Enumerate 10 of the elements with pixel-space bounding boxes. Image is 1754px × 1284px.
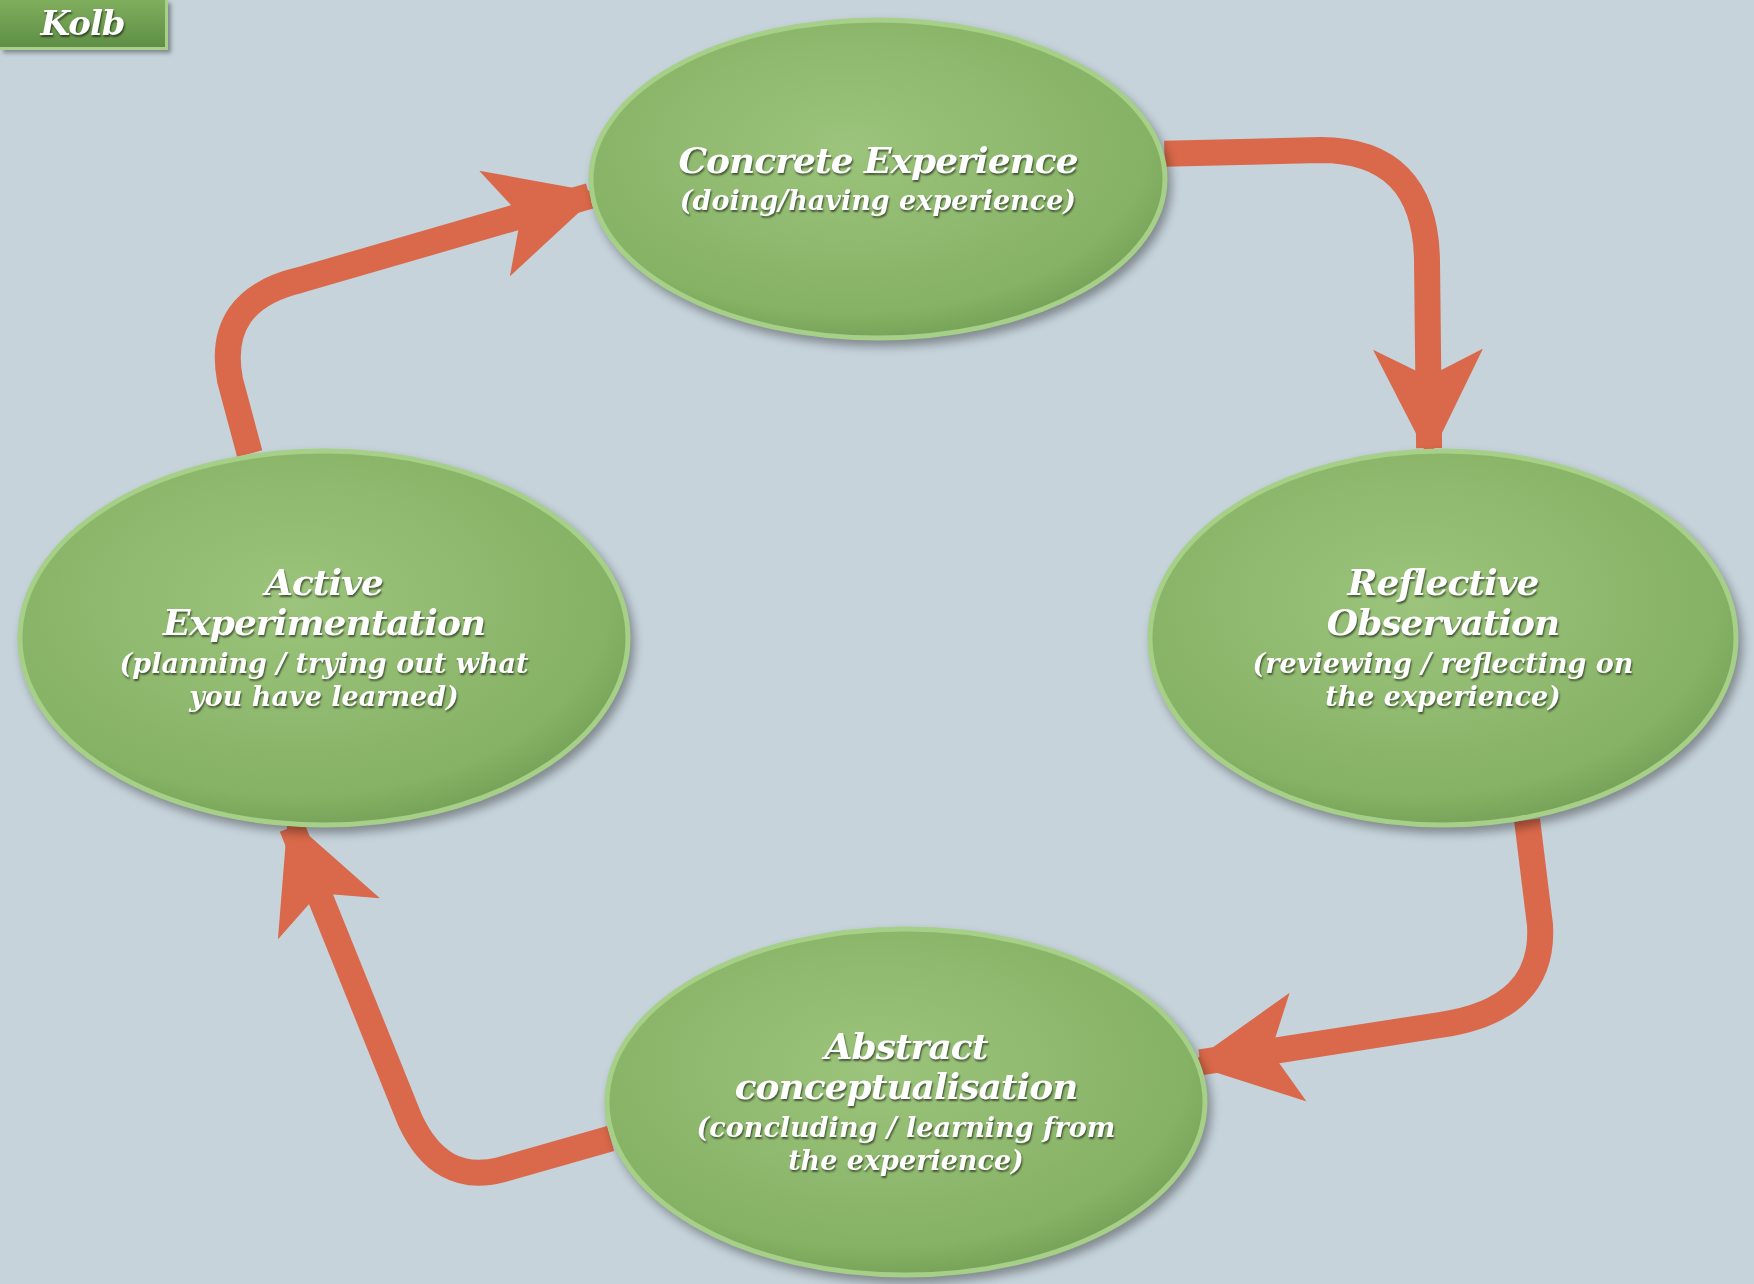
stage-title: Active Experimentation bbox=[161, 561, 487, 643]
title-text: Kolb bbox=[40, 4, 125, 43]
stage-description: (reviewing / reflecting on the experience) bbox=[1251, 646, 1635, 715]
stage-description: (concluding / learning from the experience) bbox=[695, 1110, 1117, 1179]
stage-description: (doing/having experience) bbox=[679, 184, 1077, 219]
stage-title: Abstract conceptualisation bbox=[733, 1025, 1079, 1107]
stage-title: Concrete Experience bbox=[678, 139, 1078, 181]
stage-description: (planning / trying out what you have learned) bbox=[118, 646, 530, 715]
stage-title: Reflective Observation bbox=[1325, 561, 1561, 643]
title-tab bbox=[0, 0, 168, 50]
